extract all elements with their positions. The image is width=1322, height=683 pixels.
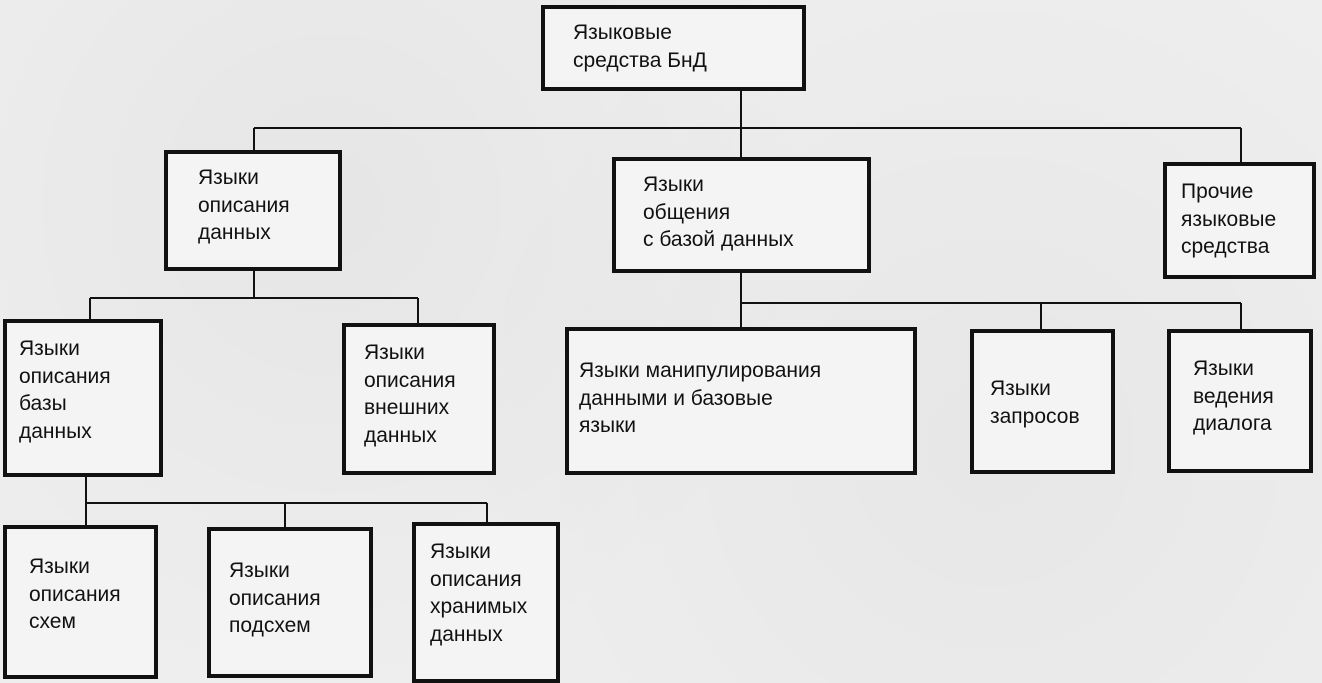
node-label: Прочие языковые средства <box>1181 180 1277 259</box>
node-query-languages: Языки запросов <box>970 329 1115 474</box>
node-data-manipulation-languages: Языки манипулирования данными и базовые … <box>565 327 917 475</box>
node-label: Языки описания схем <box>29 555 121 634</box>
node-schema-description-languages: Языки описания схем <box>3 525 158 679</box>
node-label: Языки описания хранимых данных <box>430 540 528 647</box>
node-stored-data-description-languages: Языки описания хранимых данных <box>412 522 560 683</box>
node-label: Языки ведения диалога <box>1193 357 1274 436</box>
node-database-communication-languages: Языки общения с базой данных <box>612 157 871 273</box>
node-label: Языки запросов <box>990 377 1080 428</box>
node-other-language-tools: Прочие языковые средства <box>1163 162 1316 279</box>
node-label: Языки описания данных <box>198 166 290 245</box>
node-label: Языки описания подсхем <box>229 559 321 638</box>
node-external-data-description-languages: Языки описания внешних данных <box>342 323 496 475</box>
node-label: Языки манипулирования данными и базовые … <box>579 359 822 438</box>
node-database-description-languages: Языки описания базы данных <box>3 319 163 477</box>
node-label: Языки общения с базой данных <box>643 173 794 252</box>
node-label: Языковые средства БнД <box>573 21 707 72</box>
node-subschema-description-languages: Языки описания подсхем <box>207 527 373 678</box>
node-dialog-languages: Языки ведения диалога <box>1167 329 1313 473</box>
node-label: Языки описания базы данных <box>19 337 111 444</box>
node-label: Языки описания внешних данных <box>364 341 456 448</box>
node-language-tools-root: Языковые средства БнД <box>541 5 806 91</box>
node-data-description-languages: Языки описания данных <box>164 150 342 271</box>
